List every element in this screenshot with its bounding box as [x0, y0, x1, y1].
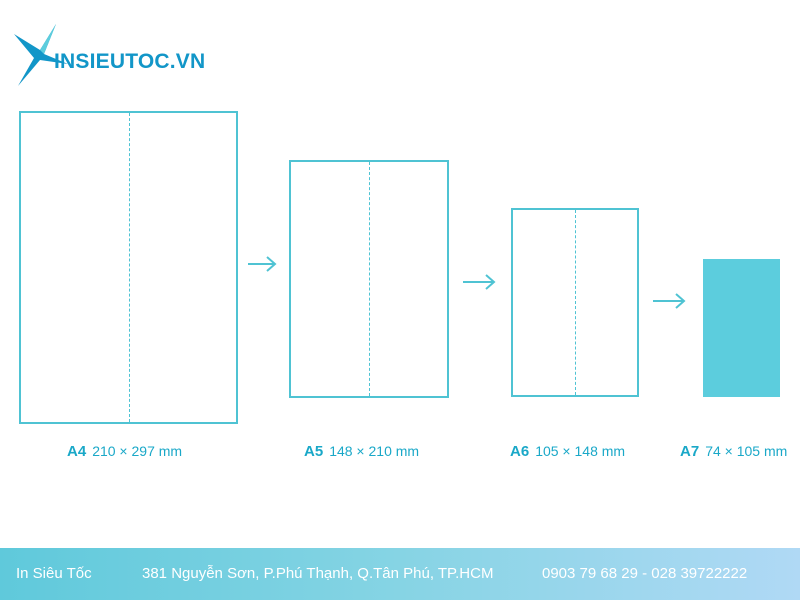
sheet-a5 [289, 160, 449, 398]
fold-line [369, 162, 370, 396]
footer-company: In Siêu Tốc [16, 565, 92, 582]
size-dims: 210 × 297 mm [92, 443, 183, 459]
footer-address: 381 Nguyễn Sơn, P.Phú Thạnh, Q.Tân Phú, … [142, 565, 494, 582]
size-label-a4: A4 210 × 297 mm [67, 443, 182, 460]
size-label-a6: A6 105 × 148 mm [510, 443, 625, 460]
footer-bar: In Siêu Tốc 381 Nguyễn Sơn, P.Phú Thạnh,… [0, 548, 800, 600]
arrow-right-icon [463, 274, 496, 290]
brand-name: INSIEUTOC.VN [54, 50, 206, 73]
fold-line [128, 113, 130, 422]
sheet-a6 [511, 208, 639, 397]
footer-phones: 0903 79 68 29 - 028 39722222 [542, 565, 748, 582]
sheet-a4 [19, 111, 238, 424]
size-dims: 148 × 210 mm [329, 443, 420, 459]
size-label-a5: A5 148 × 210 mm [304, 443, 419, 460]
brand-logo: INSIEUTOC.VN [10, 20, 210, 90]
fold-line [575, 210, 576, 395]
size-dims: 105 × 148 mm [535, 443, 626, 459]
arrow-right-icon [248, 256, 277, 272]
size-name: A5 [304, 443, 324, 460]
star-logo-icon [14, 24, 68, 86]
size-name: A7 [680, 443, 700, 460]
size-dims: 74 × 105 mm [705, 443, 788, 459]
size-name: A6 [510, 443, 530, 460]
sheet-a7 [703, 259, 780, 397]
size-label-a7: A7 74 × 105 mm [680, 443, 787, 460]
size-name: A4 [67, 443, 87, 460]
arrow-right-icon [653, 293, 686, 309]
